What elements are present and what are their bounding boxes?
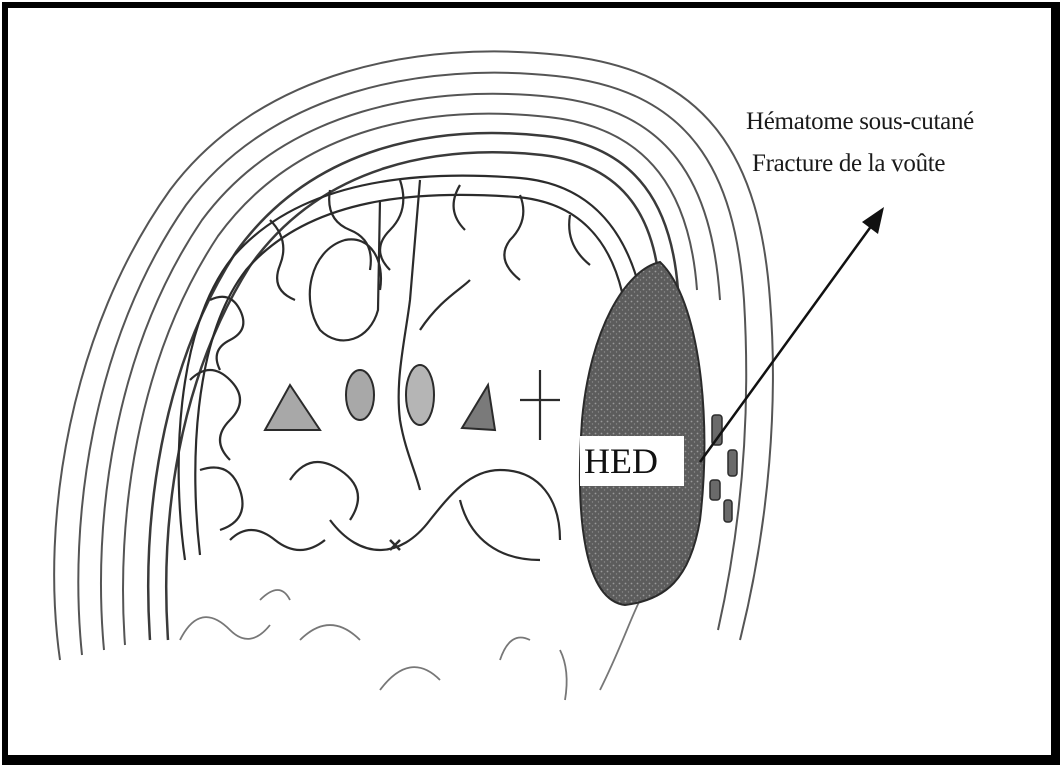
extradural-hematoma: [580, 262, 704, 605]
basal-nuclei: [265, 365, 495, 550]
label-subcutaneous-hematoma: Hématome sous-cutané: [746, 108, 974, 136]
label-hed: HED: [584, 440, 658, 482]
pointer-arrow: [700, 207, 884, 462]
brain-outline: [179, 176, 640, 560]
label-vault-fracture: Fracture de la voûte: [752, 150, 945, 178]
ventricles: [310, 180, 560, 560]
skull-base: [180, 590, 640, 700]
